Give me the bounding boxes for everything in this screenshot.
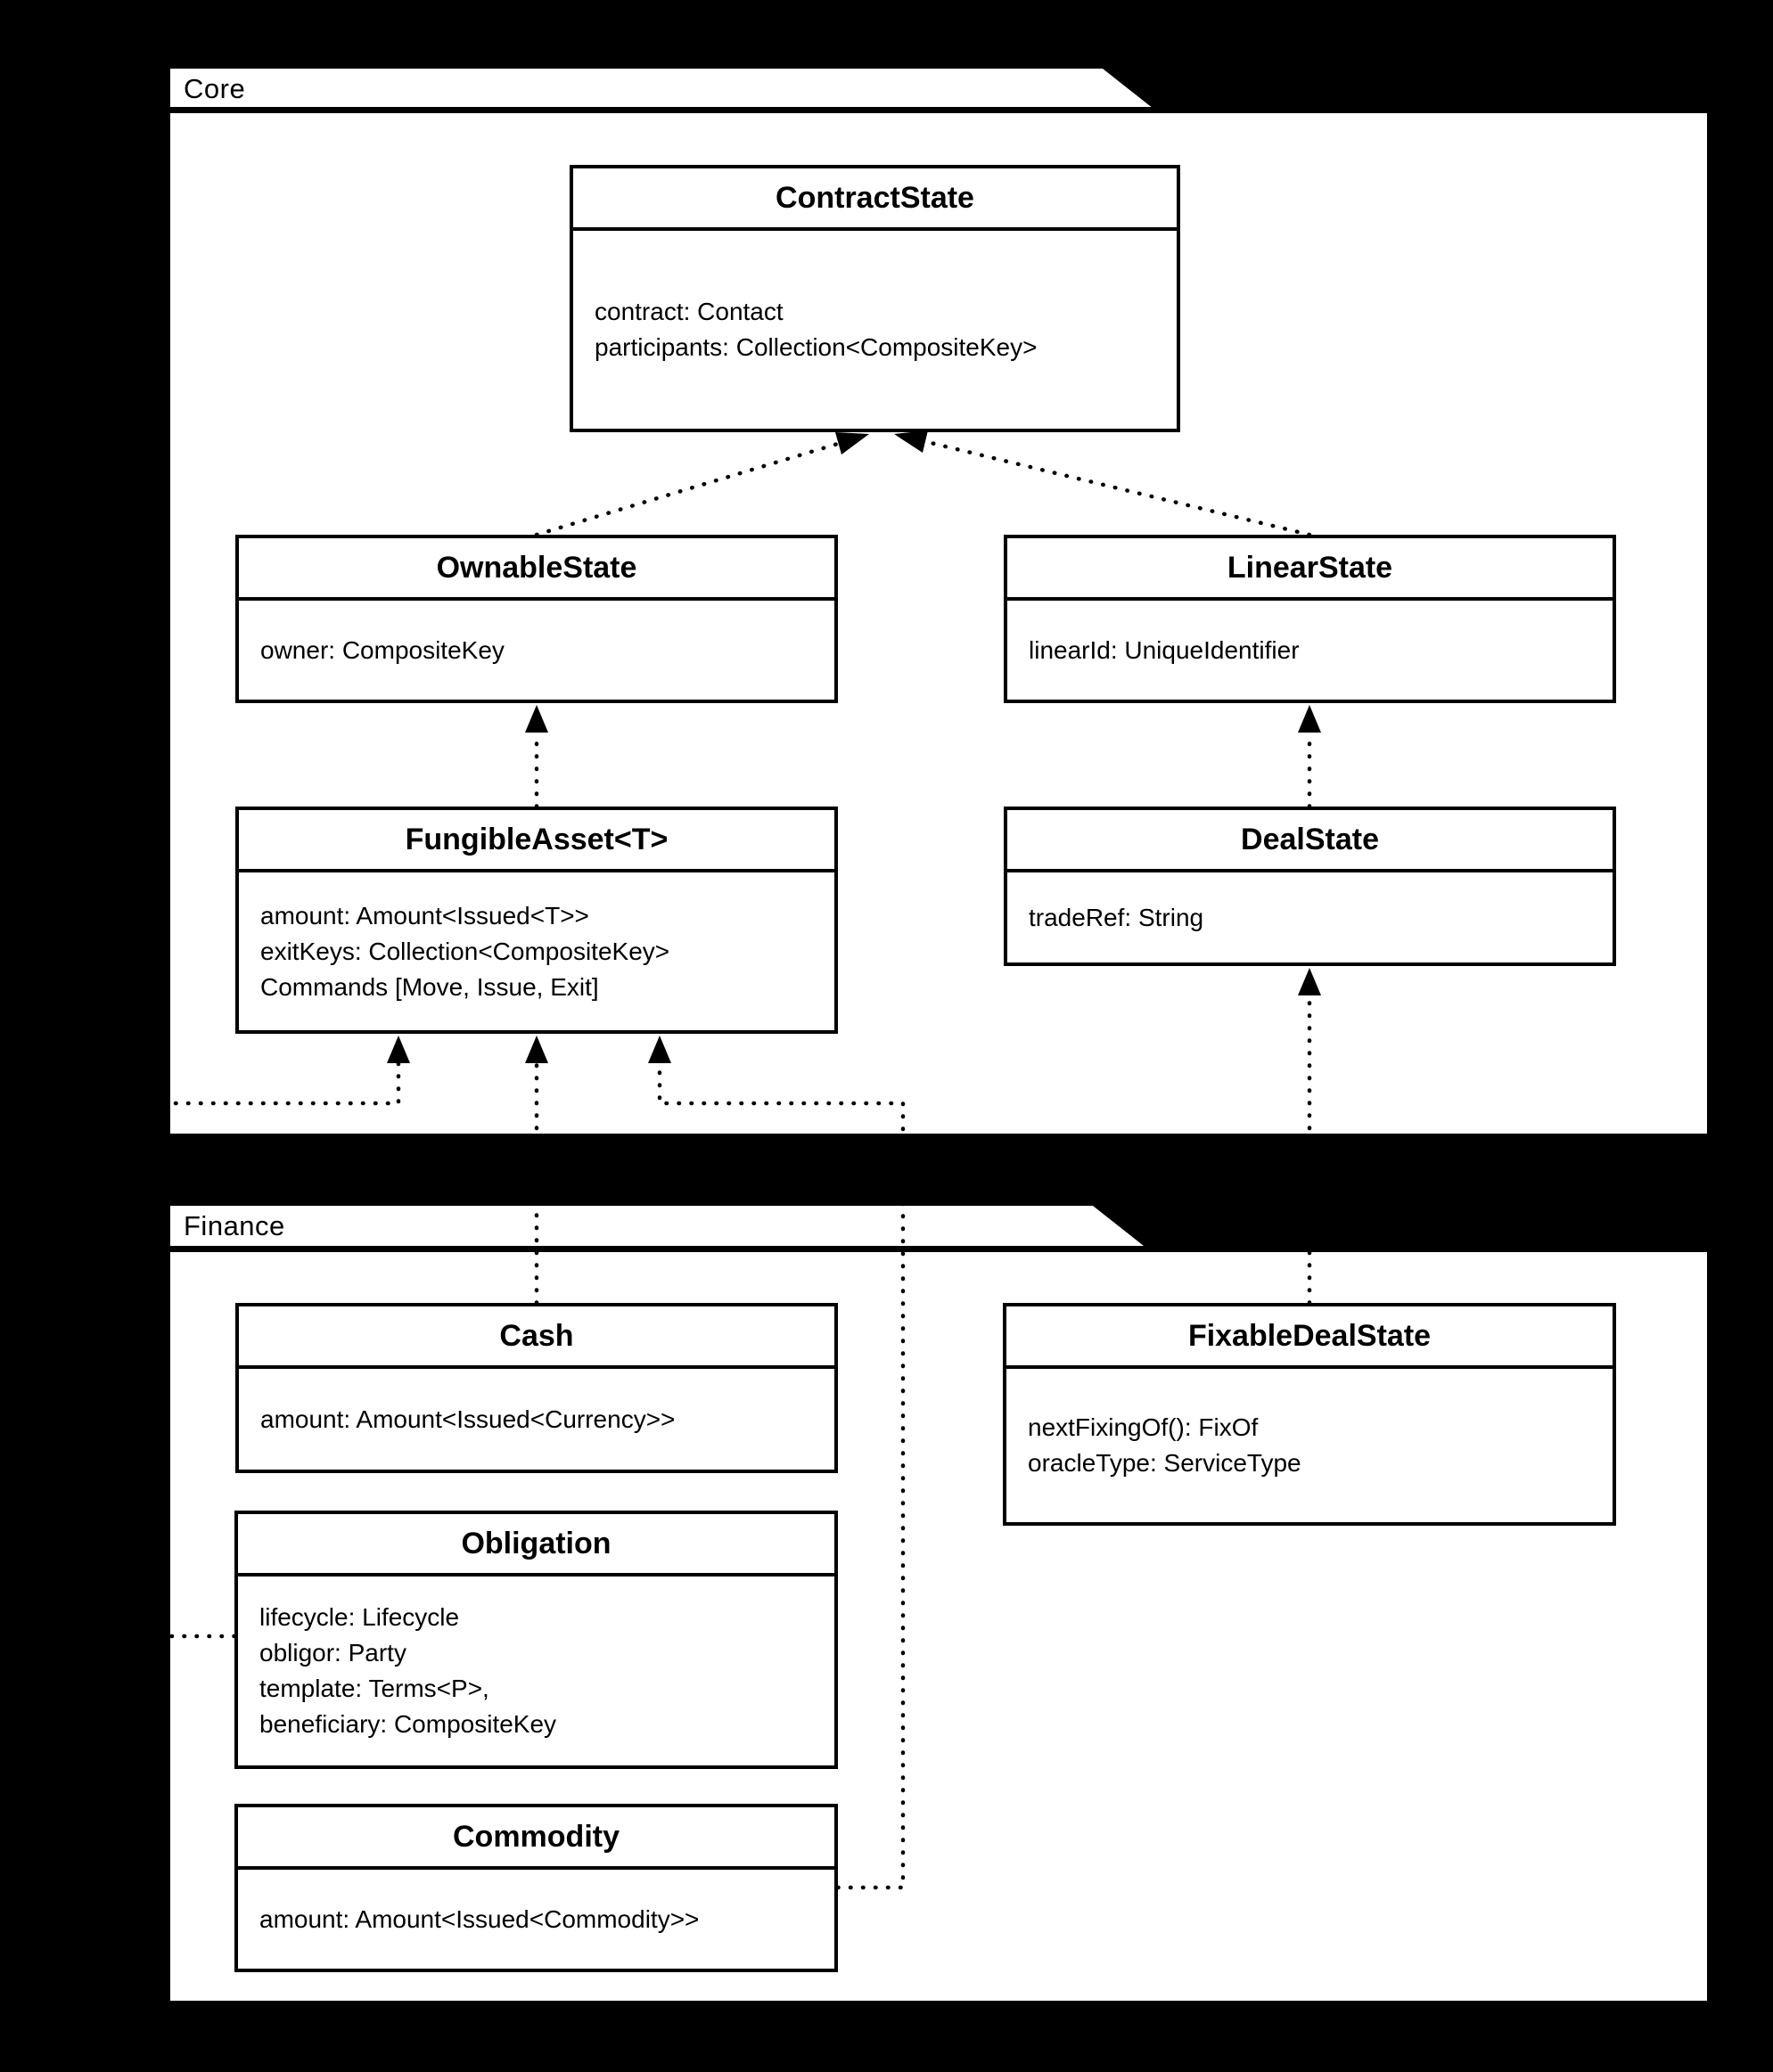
- attribute-line: nextFixingOf(): FixOf: [1028, 1413, 1259, 1441]
- arrowhead-fixabledealstate-icon: [1298, 968, 1321, 995]
- arrowhead-fungibleasset-icon: [525, 705, 548, 733]
- class-ownablestate-attributes: owner: CompositeKey: [239, 601, 834, 700]
- arrowhead-linearstate-icon: [894, 430, 928, 453]
- attribute-line: amount: Amount<Issued<Commodity>>: [259, 1904, 700, 1933]
- arrowhead-ownablestate-icon: [835, 432, 869, 455]
- attribute-line: linearId: UniqueIdentifier: [1029, 635, 1300, 664]
- connector-commodity-fungibleasset: [657, 1061, 906, 1890]
- class-contractstate: ContractState contract: Contact particip…: [570, 165, 1180, 432]
- class-obligation: Obligation lifecycle: Lifecycle obligor:…: [234, 1511, 838, 1769]
- class-fixabledealstate-title: FixableDealState: [1006, 1306, 1613, 1369]
- attribute-line: beneficiary: CompositeKey: [259, 1710, 557, 1738]
- attribute-line: lifecycle: Lifecycle: [259, 1603, 460, 1631]
- class-contractstate-title: ContractState: [573, 168, 1177, 231]
- class-linearstate-attributes: linearId: UniqueIdentifier: [1007, 601, 1613, 700]
- class-fungibleasset-attributes: amount: Amount<Issued<T>> exitKeys: Coll…: [239, 872, 834, 1030]
- arrowhead-commodity-icon: [648, 1036, 671, 1063]
- attribute-line: owner: CompositeKey: [260, 635, 505, 664]
- class-contractstate-attributes: contract: Contact participants: Collecti…: [573, 231, 1177, 429]
- class-cash-title: Cash: [239, 1306, 834, 1369]
- class-dealstate-title: DealState: [1007, 810, 1613, 872]
- attribute-line: tradeRef: String: [1029, 903, 1204, 931]
- package-core-tab: Core: [170, 69, 1153, 109]
- attribute-line: contract: Contact: [595, 298, 784, 325]
- class-fungibleasset: FungibleAsset<T> amount: Amount<Issued<T…: [235, 807, 838, 1034]
- class-cash: Cash amount: Amount<Issued<Currency>>: [235, 1303, 838, 1473]
- class-ownablestate-title: OwnableState: [239, 538, 834, 601]
- arrowhead-obligation-icon: [387, 1036, 410, 1063]
- arrowhead-dealstate-icon: [1298, 705, 1321, 733]
- class-linearstate-title: LinearState: [1007, 538, 1613, 601]
- attribute-line: oracleType: ServiceType: [1028, 1449, 1301, 1477]
- attribute-line: participants: Collection<CompositeKey>: [595, 333, 1038, 361]
- class-linearstate: LinearState linearId: UniqueIdentifier: [1004, 535, 1616, 703]
- attribute-line: obligor: Party: [259, 1639, 406, 1667]
- class-obligation-title: Obligation: [238, 1514, 834, 1577]
- class-fixabledealstate-attributes: nextFixingOf(): FixOf oracleType: Servic…: [1006, 1369, 1613, 1522]
- attribute-line: amount: Amount<Issued<Currency>>: [260, 1405, 676, 1433]
- class-fungibleasset-title: FungibleAsset<T>: [239, 810, 834, 872]
- class-commodity: Commodity amount: Amount<Issued<Commodit…: [234, 1804, 838, 1972]
- connector-linearstate-contractstate: [921, 438, 1312, 537]
- connector-ownablestate-contractstate: [534, 440, 843, 537]
- arrowhead-cash-icon: [525, 1036, 548, 1063]
- class-fixabledealstate: FixableDealState nextFixingOf(): FixOf o…: [1003, 1303, 1616, 1526]
- class-dealstate-attributes: tradeRef: String: [1007, 872, 1613, 962]
- attribute-line: Commands [Move, Issue, Exit]: [260, 972, 599, 1001]
- class-cash-attributes: amount: Amount<Issued<Currency>>: [239, 1369, 834, 1470]
- attribute-line: amount: Amount<Issued<T>>: [260, 901, 589, 930]
- class-ownablestate: OwnableState owner: CompositeKey: [235, 535, 838, 703]
- package-finance-tab: Finance: [170, 1206, 1144, 1246]
- class-commodity-attributes: amount: Amount<Issued<Commodity>>: [238, 1870, 834, 1969]
- class-dealstate: DealState tradeRef: String: [1004, 807, 1616, 966]
- class-commodity-title: Commodity: [238, 1807, 834, 1870]
- class-obligation-attributes: lifecycle: Lifecycle obligor: Party temp…: [238, 1577, 834, 1765]
- attribute-line: template: Terms<P>,: [259, 1675, 489, 1702]
- package-core-label: Core: [184, 72, 246, 104]
- package-finance-label: Finance: [184, 1209, 285, 1241]
- connector-obligation-fungibleasset: [119, 1061, 401, 1639]
- attribute-line: exitKeys: Collection<CompositeKey>: [260, 937, 670, 965]
